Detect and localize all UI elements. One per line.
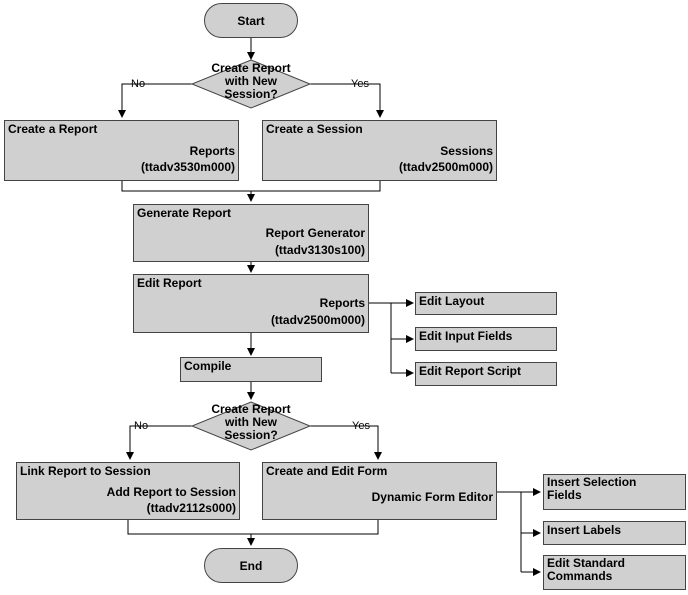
start-terminal: Start bbox=[204, 3, 298, 38]
edit-input-fields-box: Edit Input Fields bbox=[415, 327, 557, 351]
link-report-session: Add Report to Session bbox=[106, 485, 236, 499]
decision-1-no-label: No bbox=[131, 78, 146, 90]
edit-report-code: (ttadv2500m000) bbox=[270, 313, 365, 327]
edit-standard-commands-title: Edit Standard Commands bbox=[547, 556, 626, 583]
create-report-code: (ttadv3530m000) bbox=[140, 160, 235, 174]
edit-layout-box: Edit Layout bbox=[415, 292, 557, 315]
decision-2-line-3: Session? bbox=[224, 428, 278, 442]
decision-2-text: Create Report with New Session? bbox=[196, 403, 306, 442]
decision-1-yes-label: Yes bbox=[351, 78, 369, 90]
create-report-session: Reports bbox=[189, 144, 235, 158]
decision-2-line-2: with New bbox=[224, 415, 277, 429]
create-session-code: (ttadv2500m000) bbox=[398, 160, 493, 174]
decision-1-text: Create Report with New Session? bbox=[196, 62, 306, 101]
create-report-title: Create a Report bbox=[8, 122, 98, 136]
decision-1-line-3: Session? bbox=[224, 87, 278, 101]
merge-line-2 bbox=[127, 520, 379, 535]
link-report-box: Link Report to Session Add Report to Ses… bbox=[16, 462, 240, 520]
compile-box: Compile bbox=[180, 357, 322, 382]
insert-labels-title: Insert Labels bbox=[547, 523, 622, 537]
generate-report-title: Generate Report bbox=[137, 206, 232, 220]
link-report-code: (ttadv2112s000) bbox=[146, 501, 236, 515]
edit-report-script-box: Edit Report Script bbox=[415, 362, 557, 386]
edit-input-fields-title: Edit Input Fields bbox=[419, 329, 513, 343]
arrow-no-to-create-report bbox=[118, 83, 192, 118]
decision-diamond-1 bbox=[190, 59, 312, 109]
edit-report-session: Reports bbox=[319, 296, 365, 310]
edit-layout-title: Edit Layout bbox=[419, 294, 485, 308]
edit-standard-commands-box: Edit Standard Commands bbox=[543, 555, 686, 590]
decision-1-line-2: with New bbox=[224, 74, 277, 88]
generate-report-box: Generate Report Report Generator (ttadv3… bbox=[133, 204, 369, 262]
insert-labels-box: Insert Labels bbox=[543, 521, 686, 545]
create-edit-form-box: Create and Edit Form Dynamic Form Editor bbox=[262, 462, 497, 520]
edit-report-box: Edit Report Reports (ttadv2500m000) bbox=[133, 274, 369, 333]
decision-2-yes-label: Yes bbox=[352, 420, 370, 432]
insert-selection-fields-title: Insert Selection Fields bbox=[547, 475, 637, 502]
create-session-box: Create a Session Sessions (ttadv2500m000… bbox=[262, 120, 497, 181]
edit-report-title: Edit Report bbox=[137, 276, 202, 290]
generate-report-code: (ttadv3130s100) bbox=[274, 243, 365, 257]
decision-2-line-1: Create Report bbox=[211, 402, 291, 416]
end-label: End bbox=[239, 558, 263, 573]
merge-line-1 bbox=[121, 181, 381, 192]
create-edit-form-session: Dynamic Form Editor bbox=[371, 490, 493, 504]
start-label: Start bbox=[237, 13, 265, 28]
create-session-title: Create a Session bbox=[266, 122, 363, 136]
edit-report-script-title: Edit Report Script bbox=[419, 364, 522, 378]
create-edit-form-title: Create and Edit Form bbox=[266, 464, 388, 478]
arrow-no-to-link-report bbox=[126, 425, 192, 460]
decision-diamond-2 bbox=[190, 401, 312, 451]
arrow-yes-to-create-form bbox=[310, 425, 382, 460]
create-report-box: Create a Report Reports (ttadv3530m000) bbox=[4, 120, 239, 181]
decision-1-line-1: Create Report bbox=[211, 61, 291, 75]
create-session-session: Sessions bbox=[440, 144, 493, 158]
compile-title: Compile bbox=[184, 359, 232, 373]
insert-selection-fields-box: Insert Selection Fields bbox=[543, 474, 686, 510]
end-terminal: End bbox=[204, 548, 298, 583]
generate-report-session: Report Generator bbox=[265, 226, 365, 240]
link-report-title: Link Report to Session bbox=[20, 464, 151, 478]
arrow-yes-to-create-session bbox=[310, 83, 384, 118]
decision-2-no-label: No bbox=[134, 420, 149, 432]
